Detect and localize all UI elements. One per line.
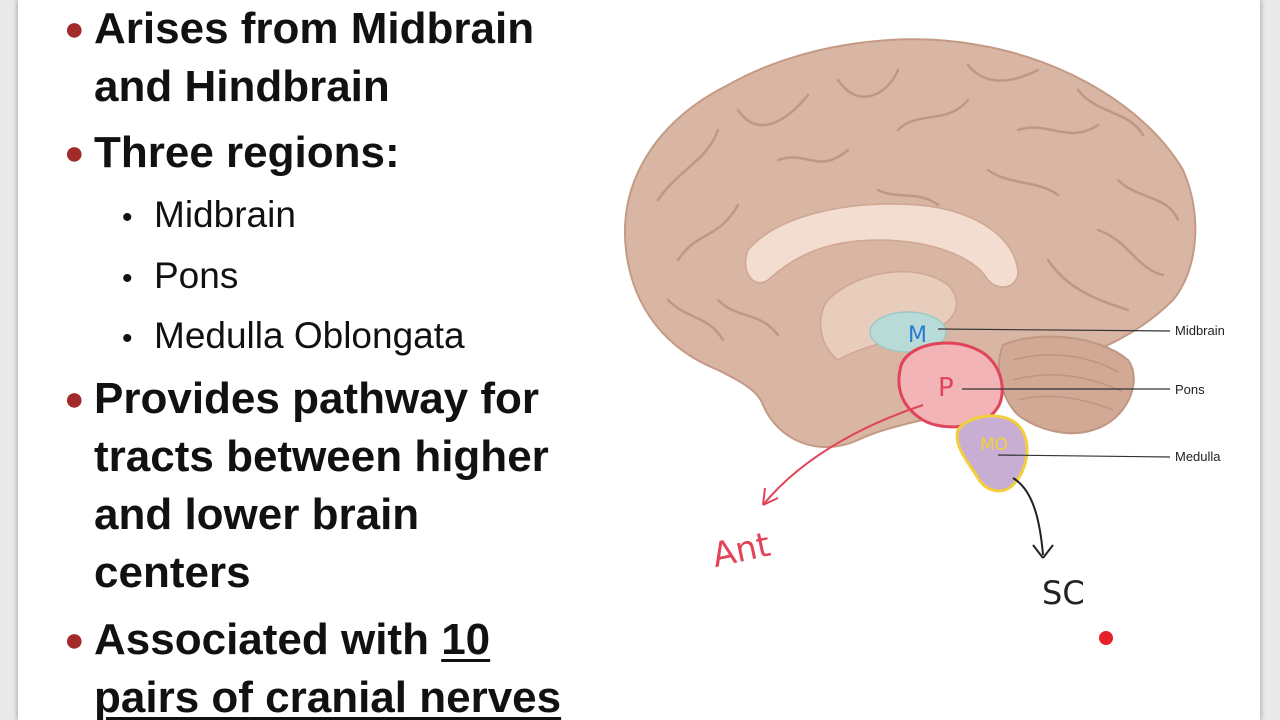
bullet-line: Arises from Midbrain bbox=[94, 4, 535, 53]
bullet-dot: ● bbox=[64, 134, 85, 172]
bullet-dot: ● bbox=[64, 380, 85, 418]
annotation-spinal-cord: SC bbox=[1042, 574, 1085, 612]
brainstem-diagram: Midbrain Pons Medulla M P MO Ant SC bbox=[624, 38, 1225, 645]
bullet-pathway: ● Provides pathway for tracts between hi… bbox=[64, 370, 654, 602]
sub-bullet-text: Medulla Oblongata bbox=[154, 315, 465, 356]
cerebellum-folia bbox=[1012, 354, 1124, 411]
slide: ● Arises from Midbrain and Hindbrain ● T… bbox=[18, 0, 1260, 720]
laser-pointer-dot bbox=[1099, 631, 1113, 645]
annotation-pons-mark: P bbox=[938, 373, 954, 403]
bullet-line: tracts between higher bbox=[94, 432, 549, 481]
midbrain-leader bbox=[937, 328, 1171, 332]
bullet-cranial-nerves: ● Associated with 10 pairs of cranial ne… bbox=[64, 611, 694, 720]
midbrain-region bbox=[869, 311, 947, 353]
bullet-line: Provides pathway for bbox=[94, 374, 540, 423]
bullet-line: and Hindbrain bbox=[94, 62, 390, 111]
medulla-leader bbox=[997, 454, 1171, 458]
anterior-arrowhead bbox=[762, 487, 779, 506]
label-midbrain: Midbrain bbox=[1175, 323, 1225, 338]
label-medulla: Medulla bbox=[1175, 449, 1221, 464]
label-pons: Pons bbox=[1175, 382, 1205, 397]
bullet-line: Associated with 10 bbox=[94, 611, 694, 669]
underlined-number: 10 bbox=[441, 615, 491, 664]
bullet-origin: ● Arises from Midbrain and Hindbrain bbox=[64, 0, 654, 116]
bullet-regions: ● Three regions: bbox=[64, 124, 654, 182]
sub-bullet-dot: • bbox=[122, 262, 133, 295]
bullet-line: and lower brain bbox=[94, 490, 420, 539]
bullet-line-underlined: pairs of cranial nerves bbox=[94, 673, 562, 720]
sub-bullet-text: Midbrain bbox=[154, 194, 296, 235]
bullet-text: Associated with bbox=[94, 615, 442, 664]
sulci bbox=[656, 63, 1180, 342]
bullet-line: Three regions: bbox=[94, 128, 400, 177]
bullet-dot: ● bbox=[64, 10, 85, 48]
annotation-midbrain-mark: M bbox=[908, 323, 927, 348]
sub-bullet-midbrain: • Midbrain bbox=[122, 193, 296, 240]
medulla-region bbox=[955, 414, 1029, 493]
anterior-arrow bbox=[762, 404, 924, 506]
bullet-dot: ● bbox=[64, 621, 85, 659]
bullet-line: centers bbox=[94, 548, 251, 597]
sub-bullet-medulla: • Medulla Oblongata bbox=[122, 314, 465, 361]
sub-bullet-pons: • Pons bbox=[122, 254, 238, 301]
spinal-cord-arrow bbox=[1012, 477, 1044, 556]
pons-region bbox=[897, 341, 1004, 429]
cerebellum bbox=[998, 335, 1135, 435]
annotation-medulla-mark: MO bbox=[980, 435, 1008, 455]
sub-bullet-dot: • bbox=[122, 322, 133, 355]
sub-bullet-text: Pons bbox=[154, 255, 239, 296]
sub-bullet-dot: • bbox=[122, 201, 133, 234]
spinal-cord-arrowhead bbox=[1032, 544, 1054, 559]
annotation-anterior: Ant bbox=[709, 525, 774, 576]
corpus-callosum bbox=[744, 203, 1019, 288]
